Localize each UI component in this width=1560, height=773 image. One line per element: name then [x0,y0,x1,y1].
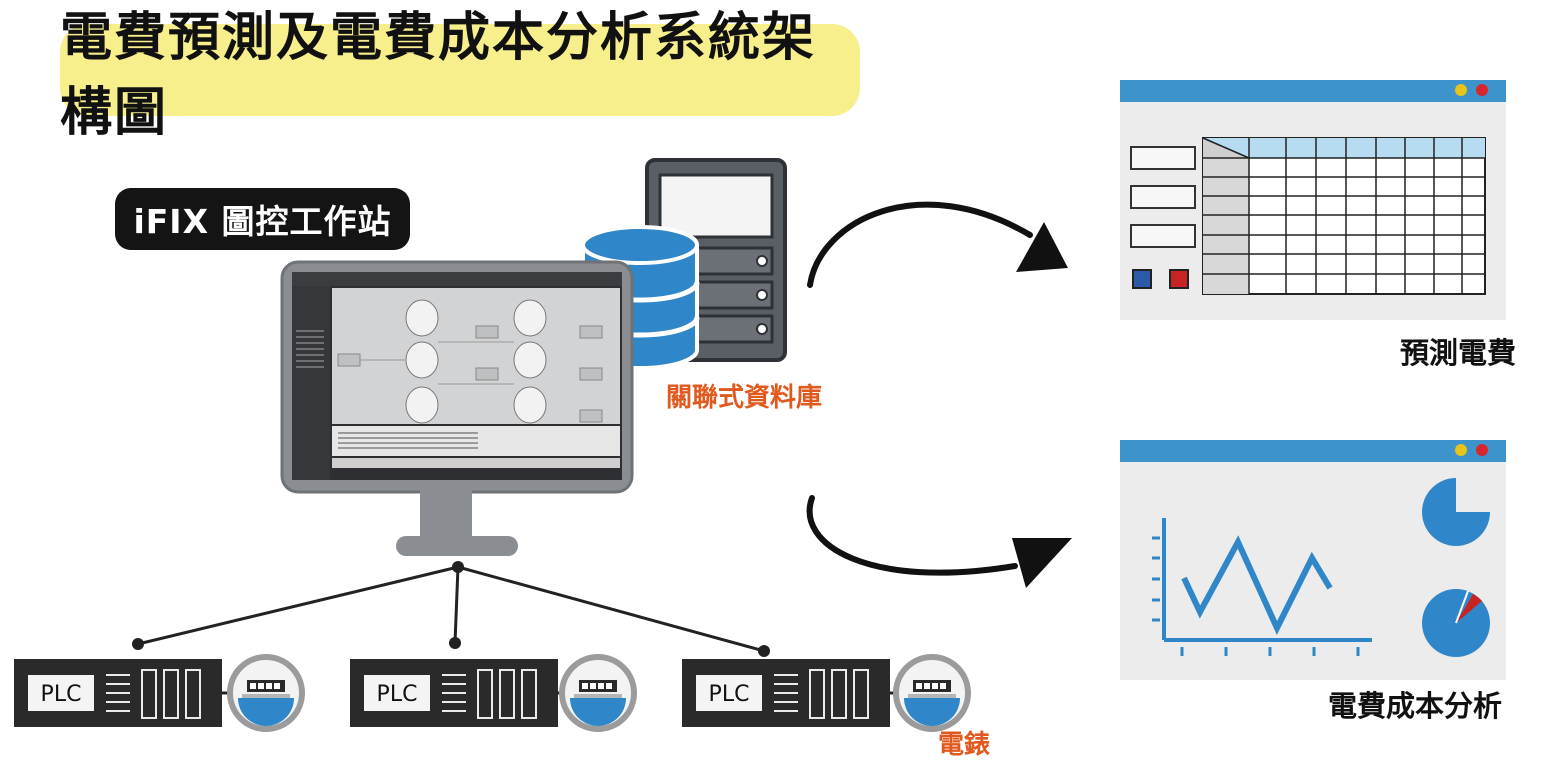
network-lines [137,565,765,653]
plc-icon: PLC [682,659,890,727]
arrow-icon [806,495,1072,588]
plc-label: PLC [41,682,82,707]
meter-icon [893,654,971,732]
plc-label: PLC [377,682,418,707]
plc-label: PLC [709,682,750,707]
meter-icon [559,654,637,732]
arrow-icon [807,201,1068,288]
plc-icon: PLC [14,659,222,727]
meter-icon [227,654,305,732]
plc-icon: PLC [350,659,558,727]
spreadsheet-icon [1120,80,1506,320]
monitor-icon [280,260,634,556]
database-label: 關聯式資料庫 [666,383,823,413]
chart-icon [1120,440,1506,680]
cost-analysis-label: 電費成本分析 [1328,689,1503,723]
forecast-label: 預測電費 [1400,336,1517,370]
meter-label: 電錶 [938,730,991,760]
workstation-label: iFIX 圖控工作站 [115,188,410,250]
